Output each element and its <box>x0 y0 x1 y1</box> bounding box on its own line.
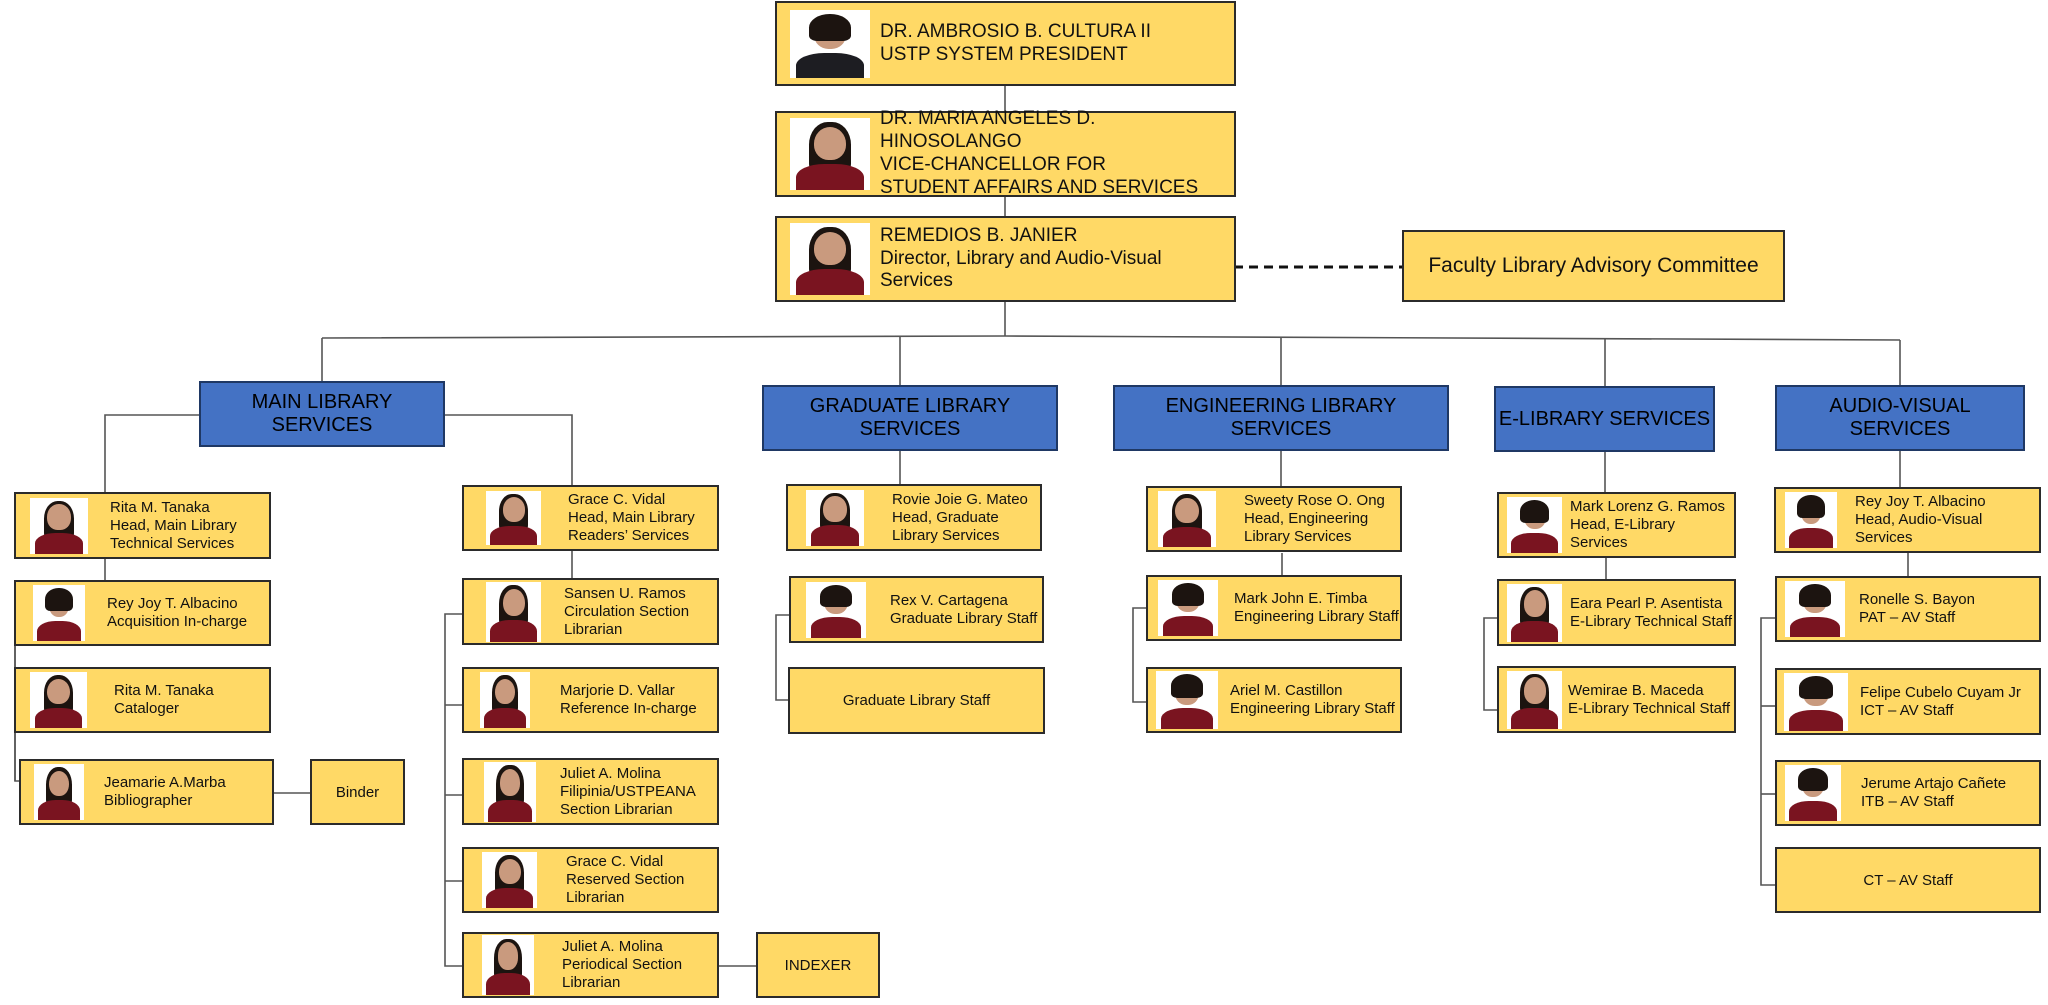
department-engineering-library: ENGINEERING LIBRARY SERVICES <box>1113 385 1449 451</box>
director-title-2: Services <box>880 270 953 292</box>
staff-card: Juliet A. Molina Filipinia/USTPEANA Sect… <box>462 758 719 825</box>
portrait-man-suit-icon <box>790 9 870 78</box>
staff-card: Grace C. Vidal Head, Main Library Reader… <box>462 485 719 551</box>
portrait-man-icon <box>1158 580 1218 636</box>
vice-chancellor-name: DR. MARIA ANGELES D. HINOSOLANGO <box>880 108 1096 153</box>
portrait-man-icon <box>1784 672 1848 731</box>
director-name: REMEDIOS B. JANIER <box>880 224 1078 246</box>
portrait-man-icon <box>1785 581 1845 637</box>
president-title: USTP SYSTEM PRESIDENT <box>880 43 1128 65</box>
portrait-man-icon <box>1156 671 1218 729</box>
portrait-woman-icon <box>790 118 870 190</box>
department-audio-visual: AUDIO-VISUAL SERVICES <box>1775 385 2025 451</box>
staff-card: Rey Joy T. Albacino Acquisition In-charg… <box>14 580 271 646</box>
staff-card: Sweety Rose O. Ong Head, Engineering Lib… <box>1146 486 1402 552</box>
staff-card: Felipe Cubelo Cuyam Jr ICT – AV Staff <box>1775 668 2041 735</box>
portrait-woman-icon <box>1507 583 1562 642</box>
staff-card: Ronelle S. Bayon PAT – AV Staff <box>1775 576 2041 642</box>
graduate-staff-box: Graduate Library Staff <box>788 667 1045 734</box>
portrait-man-icon <box>1785 765 1841 821</box>
portrait-woman-icon <box>480 672 530 728</box>
portrait-woman-icon <box>482 935 534 995</box>
portrait-woman-icon <box>1158 491 1216 547</box>
department-main-library: MAIN LIBRARY SERVICES <box>199 381 445 447</box>
staff-card: Rita M. Tanaka Cataloger <box>14 667 271 733</box>
portrait-woman-icon <box>482 852 537 908</box>
staff-card: Sansen U. Ramos Circulation Section Libr… <box>462 578 719 645</box>
vice-chancellor-box: DR. MARIA ANGELES D. HINOSOLANGO VICE-CH… <box>775 108 1236 198</box>
staff-card: Juliet A. Molina Periodical Section Libr… <box>462 932 719 998</box>
staff-card: Rey Joy T. Albacino Head, Audio-Visual S… <box>1774 487 2041 553</box>
committee-label: Faculty Library Advisory Committee <box>1428 254 1759 277</box>
vice-chancellor-title-2: STUDENT AFFAIRS AND SERVICES <box>880 176 1199 198</box>
staff-card: Ariel M. Castillon Engineering Library S… <box>1146 667 1402 733</box>
department-e-library: E-LIBRARY SERVICES <box>1494 386 1715 452</box>
staff-card: Wemirae B. Maceda E-Library Technical St… <box>1497 666 1736 733</box>
director-box: REMEDIOS B. JANIER Director, Library and… <box>775 216 1236 302</box>
portrait-woman-icon <box>484 761 536 822</box>
portrait-man-icon <box>1507 497 1562 553</box>
portrait-man-icon <box>1785 492 1837 548</box>
staff-card: Jeamarie A.Marba Bibliographer <box>19 759 274 825</box>
committee-box: Faculty Library Advisory Committee <box>1402 230 1785 302</box>
department-graduate-library: GRADUATE LIBRARY SERVICES <box>762 385 1058 451</box>
portrait-woman-icon <box>30 497 88 554</box>
ct-av-staff-box: CT – AV Staff <box>1775 847 2041 913</box>
staff-card: Rita M. Tanaka Head, Main Library Techni… <box>14 492 271 559</box>
president-name: DR. AMBROSIO B. CULTURA II <box>880 20 1151 42</box>
portrait-woman-icon <box>34 764 84 820</box>
vice-chancellor-title-1: VICE-CHANCELLOR FOR <box>880 154 1106 175</box>
portrait-woman-icon <box>806 489 864 546</box>
portrait-man-icon <box>33 585 85 641</box>
staff-card: Marjorie D. Vallar Reference In-charge <box>462 667 719 733</box>
binder-box: Binder <box>310 759 405 825</box>
staff-card: Eara Pearl P. Asentista E-Library Techni… <box>1497 579 1736 646</box>
portrait-man-icon <box>806 581 866 638</box>
president-box: DR. AMBROSIO B. CULTURA II USTP SYSTEM P… <box>775 1 1236 86</box>
portrait-woman-icon <box>30 672 87 728</box>
portrait-woman-icon <box>486 581 541 642</box>
staff-card: Mark Lorenz G. Ramos Head, E-Library Ser… <box>1497 492 1736 558</box>
portrait-woman-icon <box>486 491 541 545</box>
staff-card: Jerume Artajo Cañete ITB – AV Staff <box>1775 760 2041 826</box>
portrait-woman-icon <box>790 223 870 295</box>
staff-card: Rex V. Cartagena Graduate Library Staff <box>789 576 1044 643</box>
staff-card: Mark John E. Timba Engineering Library S… <box>1146 575 1402 641</box>
indexer-box: INDEXER <box>756 932 880 998</box>
portrait-woman-icon <box>1507 670 1562 729</box>
staff-card: Rovie Joie G. Mateo Head, Graduate Libra… <box>786 484 1042 551</box>
director-title-1: Director, Library and Audio-Visual <box>880 247 1162 269</box>
staff-card: Grace C. Vidal Reserved Section Libraria… <box>462 847 719 913</box>
